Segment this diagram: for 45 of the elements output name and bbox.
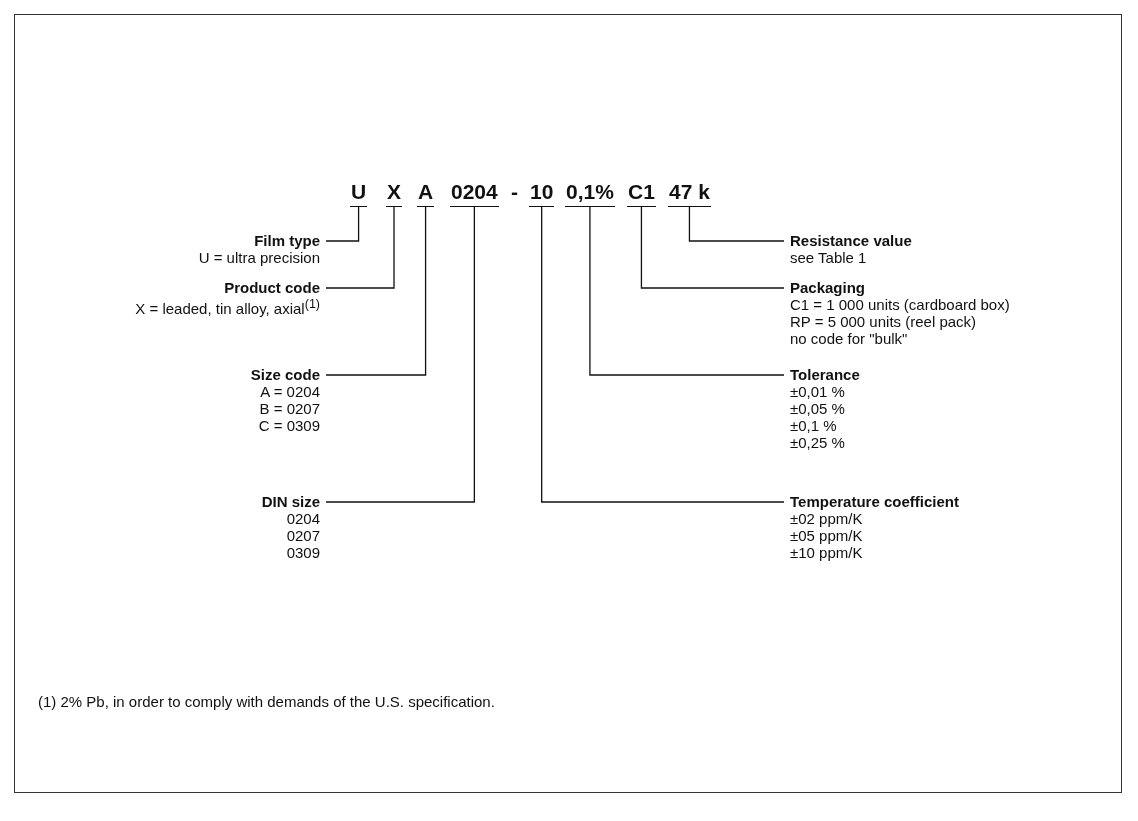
code-segment: A <box>417 180 435 207</box>
field-value: ±0,1 % <box>790 417 838 434</box>
separator-dash: - <box>511 180 518 204</box>
leader-line <box>640 206 785 289</box>
field-heading: Product code <box>223 279 320 296</box>
field-value: ±02 ppm/K <box>790 510 864 527</box>
field-value: U = ultra precision <box>198 249 320 266</box>
leader-line <box>589 206 785 376</box>
field-heading: DIN size <box>261 493 320 510</box>
field-value: 0204 <box>285 510 320 527</box>
field-value: RP = 5 000 units (reel pack) <box>790 313 978 330</box>
leader-line <box>325 206 427 376</box>
leader-line <box>541 206 785 503</box>
field-heading: Temperature coefficient <box>790 493 959 510</box>
code-segment: C1 <box>627 180 656 207</box>
code-segment: 10 <box>529 180 555 207</box>
leader-line <box>325 206 475 503</box>
field-value: X = leaded, tin alloy, axial$^{(1)}$ <box>135 296 320 317</box>
field-heading: Size code <box>250 366 320 383</box>
field-value: ±10 ppm/K <box>790 544 864 561</box>
field-heading: Resistance value <box>790 232 912 249</box>
field-value: B = 0207 <box>258 400 320 417</box>
leader-line <box>688 206 785 242</box>
code-segment: 0204 <box>450 180 499 207</box>
code-segment: 0,1% <box>565 180 615 207</box>
field-value: C = 0309 <box>257 417 320 434</box>
code-segment: 47 k <box>668 180 711 207</box>
field-heading: Film type <box>253 232 320 249</box>
field-value: ±0,01 % <box>790 383 846 400</box>
field-value: A = 0204 <box>259 383 320 400</box>
code-segment: U <box>350 180 368 207</box>
leader-line <box>325 206 395 289</box>
field-value: C1 = 1 000 units (cardboard box) <box>790 296 1010 313</box>
leader-line <box>325 206 360 242</box>
footnote: (1) 2% Pb, in order to comply with demands of the U.S. specification. <box>38 692 495 712</box>
field-heading: Tolerance <box>790 366 860 383</box>
field-value: no code for "bulk" <box>790 330 909 347</box>
field-value: ±0,25 % <box>790 434 846 451</box>
field-value: ±05 ppm/K <box>790 527 864 544</box>
code-segment: X <box>386 180 402 207</box>
field-value: ±0,05 % <box>790 400 846 417</box>
field-value: 0207 <box>285 527 320 544</box>
field-value: 0309 <box>285 544 320 561</box>
field-value: see Table 1 <box>790 249 868 266</box>
field-heading: Packaging <box>790 279 867 296</box>
